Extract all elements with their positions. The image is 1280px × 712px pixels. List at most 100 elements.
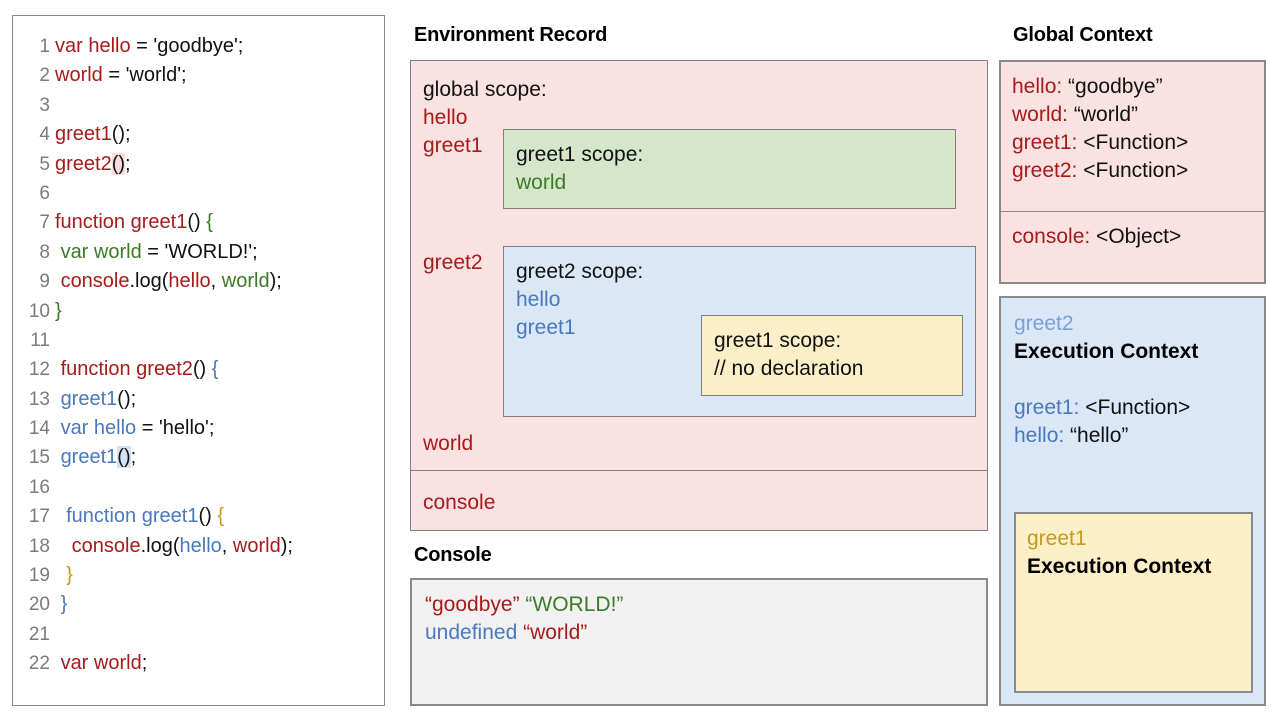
entry-key: greet1: [1014, 396, 1080, 419]
code-token [55, 535, 72, 557]
code-token [55, 505, 66, 527]
code-line: 9 console.log(hello, world); [13, 267, 384, 296]
entry-value: <Function> [1079, 396, 1191, 419]
entry-key: hello: [1012, 75, 1063, 98]
console-token: “goodbye” [425, 593, 526, 616]
line-number: 12 [28, 359, 50, 381]
line-number: 21 [28, 623, 50, 645]
entry-key: greet2: [1012, 159, 1078, 182]
greet2-scope-entry-greet1: greet1 [516, 316, 576, 339]
greet2-scope-entry-hello: hello [516, 288, 561, 311]
code-token: var hello [60, 417, 137, 440]
code-token: } [66, 564, 73, 587]
greet2-execution-context-name: greet2 [1014, 312, 1074, 335]
line-number: 3 [39, 94, 50, 116]
code-line: 13 greet1(); [13, 385, 384, 414]
code-line: 12 function greet2() { [13, 355, 384, 384]
greet2-execution-context-heading: Execution Context [1014, 340, 1199, 363]
line-number: 4 [39, 124, 50, 146]
console-output-panel: “goodbye” “WORLD!” undefined “world” [410, 578, 988, 706]
global-context-divider [1001, 211, 1264, 212]
code-token: ); [269, 270, 282, 293]
greet1-inner-scope-box: greet1 scope: // no declaration [701, 315, 963, 396]
global-context-entry: greet1: <Function> [1012, 131, 1188, 155]
code-token: (); [111, 123, 131, 146]
line-number: 18 [28, 535, 50, 557]
code-token: var hello [55, 35, 131, 57]
code-token: var world [60, 240, 142, 263]
greet2-execution-context-panel: greet2 Execution Context greet1: <Functi… [999, 296, 1266, 706]
code-token: = 'goodbye'; [130, 35, 244, 57]
line-number: 15 [28, 447, 50, 469]
environment-record-divider [410, 470, 988, 471]
entry-value: <Function> [1077, 131, 1189, 154]
code-token: greet1 [60, 387, 118, 410]
code-token: ; [141, 652, 148, 675]
env-identifier-console: console [423, 491, 496, 514]
line-number: 7 [39, 212, 50, 234]
line-number: 8 [39, 241, 50, 263]
entry-key: world: [1012, 103, 1069, 126]
code-line: 16 [13, 473, 384, 502]
entry-key: console: [1012, 225, 1091, 248]
env-identifier-hello: hello [423, 106, 468, 129]
code-token: (); [117, 387, 137, 410]
line-number: 2 [39, 65, 50, 87]
code-token: ); [280, 534, 293, 557]
greet1-scope-entry-world: world [516, 171, 567, 194]
entry-value: “world” [1068, 103, 1139, 126]
line-number: 9 [39, 271, 50, 293]
code-token: world [232, 534, 281, 557]
greet1-scope-title: greet1 scope: [516, 143, 644, 166]
console-token: “WORLD!” [525, 593, 624, 616]
greet1-execution-context-panel: greet1 Execution Context [1014, 512, 1253, 693]
code-token: function greet1 [55, 211, 188, 234]
line-number: 22 [28, 653, 50, 675]
code-token: ; [130, 446, 137, 469]
code-token: , [210, 270, 222, 293]
environment-record-panel: global scope: hello greet1 greet2 world … [410, 60, 988, 531]
code-token: hello [168, 270, 211, 293]
greet1-inner-scope-title: greet1 scope: [714, 329, 842, 352]
code-token: { [206, 211, 213, 234]
greet2-scope-box: greet2 scope: hello greet1 greet1 scope:… [503, 246, 976, 417]
code-token: () [192, 358, 212, 381]
global-context-entry-console: console: <Object> [1012, 225, 1181, 249]
code-token: = 'hello'; [136, 417, 215, 440]
code-token: .log( [129, 270, 169, 293]
code-line: 15 greet1(); [13, 443, 384, 472]
code-token: () [198, 505, 218, 528]
line-number: 16 [28, 476, 50, 498]
entry-key: hello: [1014, 424, 1065, 447]
code-token: } [60, 593, 68, 616]
env-identifier-world: world [423, 432, 474, 455]
code-line: 19 } [13, 561, 384, 590]
code-line: 8 var world = 'WORLD!'; [13, 238, 384, 267]
code-token: ; [125, 152, 131, 175]
code-token: = 'WORLD!'; [141, 240, 258, 263]
env-identifier-greet2: greet2 [423, 251, 483, 274]
code-token: { [217, 505, 225, 528]
entry-value: <Function> [1077, 159, 1189, 182]
greet1-scope-box: greet1 scope: world [503, 129, 956, 209]
line-number: 5 [39, 153, 50, 175]
entry-value: “goodbye” [1062, 75, 1163, 98]
console-token: undefined [425, 621, 524, 644]
entry-value: “hello” [1064, 424, 1129, 447]
code-token: world [221, 270, 270, 293]
global-context-entry: hello: “goodbye” [1012, 75, 1163, 99]
entry-value: <Object> [1090, 225, 1182, 248]
console-token: “world” [523, 621, 588, 644]
line-number: 14 [28, 418, 50, 440]
code-line: 20 } [13, 590, 384, 619]
code-token: } [55, 299, 62, 322]
environment-record-title: Environment Record [414, 24, 608, 46]
code-token: hello [179, 534, 222, 557]
